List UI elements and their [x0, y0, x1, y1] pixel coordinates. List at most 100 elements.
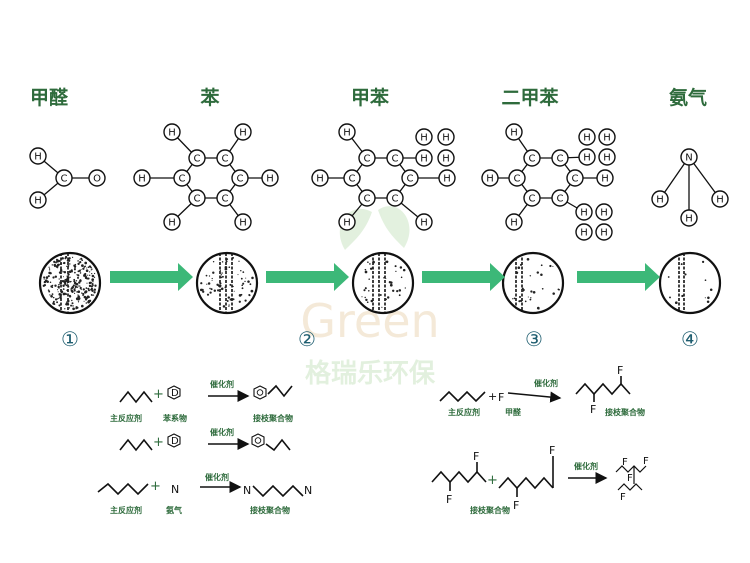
graft-polymer-label-4: 接枝聚合物 [605, 407, 645, 417]
atom-h-label: H [486, 174, 494, 185]
process-arrow-2 [266, 263, 349, 291]
atom-c-label: C [237, 174, 244, 185]
atom-h-label: H [716, 195, 724, 206]
process-arrow-3 [422, 263, 505, 291]
atom-h-circle [578, 128, 596, 146]
product-ring-inner-icon [256, 389, 264, 396]
atom-c-label: C [514, 174, 521, 185]
main-reactant-chain [119, 390, 153, 404]
atom-h-label: H [583, 153, 591, 164]
crosslink-chain-top [615, 465, 647, 473]
title-formaldehyde: 甲醛 [30, 86, 69, 109]
atom-c-label: C [194, 154, 201, 165]
atom-h-circle [437, 149, 455, 167]
n-symbol-product-right: N [304, 484, 312, 497]
atom-h-circle [505, 123, 523, 141]
atom-c-circle [386, 189, 404, 207]
d-symbol-1: D [171, 388, 179, 399]
sample-circle-outline [658, 251, 722, 315]
main-reactant-label-1: 主反应剂 [110, 413, 142, 423]
atom-c-circle [523, 149, 541, 167]
atom-c-circle [386, 149, 404, 167]
atom-h-label: H [603, 133, 611, 144]
atom-c-circle [358, 149, 376, 167]
benzene-ring-icon-2 [167, 433, 181, 448]
atom-h-label: H [343, 218, 351, 229]
atom-h-circle [711, 190, 729, 208]
catalyst-label-1: 催化剂 [210, 379, 234, 389]
atom-c-circle [343, 169, 361, 187]
title-toluene: 甲苯 [351, 86, 389, 109]
sample-circle-outline [501, 251, 565, 315]
main-reactant-chain-2 [119, 438, 153, 452]
plus-sign-5: + [487, 473, 498, 488]
atom-h-circle [29, 147, 47, 165]
graft-chain-right [498, 476, 554, 490]
product-ring-icon [253, 385, 267, 400]
atom-c-label: C [364, 194, 371, 205]
product-chain [267, 384, 293, 398]
atom-h-circle [133, 169, 151, 187]
atom-h-label: H [656, 195, 664, 206]
atom-h-label: H [600, 228, 608, 239]
atom-h-circle [575, 223, 593, 241]
process-arrow-1 [110, 263, 193, 291]
atom-h-circle [338, 123, 356, 141]
atom-c-circle [523, 189, 541, 207]
atom-h-label: H [510, 128, 518, 139]
atom-h-circle [481, 169, 499, 187]
sample-circle-outline [195, 251, 259, 315]
atom-c-circle [173, 169, 191, 187]
atom-c-label: C [179, 174, 186, 185]
atom-c-circle [566, 169, 584, 187]
atom-h-label: H [583, 133, 591, 144]
product-chain-2 [265, 438, 291, 452]
atom-h-label: H [168, 128, 176, 139]
atom-c-label: C [194, 194, 201, 205]
catalyst-label-2: 催化剂 [210, 427, 234, 437]
step-number-4: ④ [681, 327, 699, 351]
atom-h-circle [575, 203, 593, 221]
d-symbol-2: D [171, 436, 179, 447]
atom-c-label: C [222, 154, 229, 165]
atom-h-circle [680, 209, 698, 227]
atom-h-label: H [168, 218, 176, 229]
atom-h-label: H [580, 208, 588, 219]
sample-circle-5 [658, 251, 722, 315]
sample-circle-3 [351, 251, 415, 315]
title-benzene: 苯 [199, 86, 219, 109]
sample-circles [38, 251, 722, 315]
title-ammonia: 氨气 [669, 86, 707, 109]
atom-h-label: H [442, 154, 450, 165]
atom-h-label: H [580, 228, 588, 239]
atom-h-label: H [510, 218, 518, 229]
sample-circle-4 [501, 251, 565, 315]
atom-h-circle [29, 191, 47, 209]
f-symbol-reactant: F [498, 391, 504, 404]
f-symbol-crosslink-2: F [643, 456, 649, 467]
step-number-2: ② [298, 327, 316, 351]
main-reactant-chain-3 [97, 482, 149, 496]
atom-h-label: H [343, 128, 351, 139]
step-number-1: ① [61, 327, 79, 351]
atom-h-label: H [420, 218, 428, 229]
plus-sign-1: + [153, 387, 164, 402]
atom-c-circle [551, 189, 569, 207]
atom-c-label: C [557, 194, 564, 205]
reaction-benzene-graft-2 [119, 433, 291, 452]
atom-c-label: C [407, 174, 414, 185]
benzene-ring-icon [167, 385, 181, 400]
atom-h-circle [415, 149, 433, 167]
atom-h-label: H [603, 153, 611, 164]
atom-c-label: C [364, 154, 371, 165]
watermark-cn: 格瑞乐环保 [305, 358, 436, 389]
atom-h-circle [415, 213, 433, 231]
process-arrow-4 [577, 263, 660, 291]
atom-c-label: C [529, 154, 536, 165]
atom-h-label: H [443, 174, 451, 185]
atom-o-label: O [93, 174, 101, 185]
atom-h-label: H [34, 196, 42, 207]
atom-h-circle [438, 169, 456, 187]
atom-n-label: N [685, 153, 692, 164]
